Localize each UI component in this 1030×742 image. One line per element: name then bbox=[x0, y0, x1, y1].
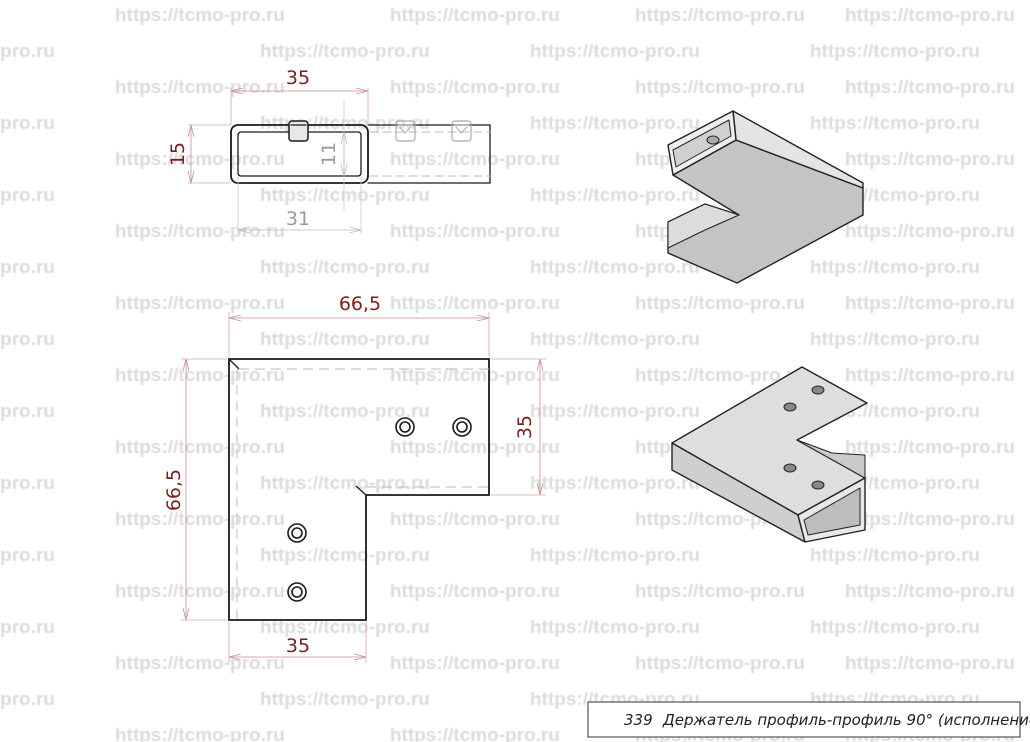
plan-view bbox=[181, 312, 546, 663]
hole-icon bbox=[287, 523, 307, 543]
hidden-lines bbox=[369, 131, 491, 177]
isometric-view-bottom bbox=[667, 110, 864, 284]
hidden-lines bbox=[236, 368, 489, 620]
screw-icon bbox=[288, 120, 309, 142]
bolt-icon bbox=[811, 480, 825, 490]
dim-35-bottom: 35 bbox=[286, 635, 310, 657]
drawing-number: 339 bbox=[624, 711, 653, 729]
dim-15: 15 bbox=[167, 142, 189, 166]
screw-icon bbox=[395, 120, 416, 142]
profile-extension bbox=[367, 124, 491, 184]
drawing-title: Держатель профиль-профиль 90° (исполнени… bbox=[662, 711, 1030, 729]
bolt-icon bbox=[783, 402, 797, 412]
bolt-icon bbox=[783, 463, 797, 473]
dim-11: 11 bbox=[318, 142, 340, 166]
screw-icon bbox=[706, 135, 720, 145]
hole-icon bbox=[452, 417, 472, 437]
dim-35-right: 35 bbox=[514, 415, 536, 439]
hole-icon bbox=[395, 417, 415, 437]
hole-icon bbox=[287, 582, 307, 602]
dim-66-5-top: 66,5 bbox=[339, 293, 381, 315]
section-view bbox=[187, 87, 491, 234]
bolt-icon bbox=[811, 385, 825, 395]
dim-66-5-left: 66,5 bbox=[163, 469, 185, 511]
screw-icon bbox=[451, 120, 472, 142]
title-block: 339 Держатель профиль-профиль 90° (испол… bbox=[587, 701, 1030, 738]
dim-35-top: 35 bbox=[286, 67, 310, 89]
isometric-view-top bbox=[671, 366, 868, 543]
dim-31: 31 bbox=[286, 208, 310, 230]
